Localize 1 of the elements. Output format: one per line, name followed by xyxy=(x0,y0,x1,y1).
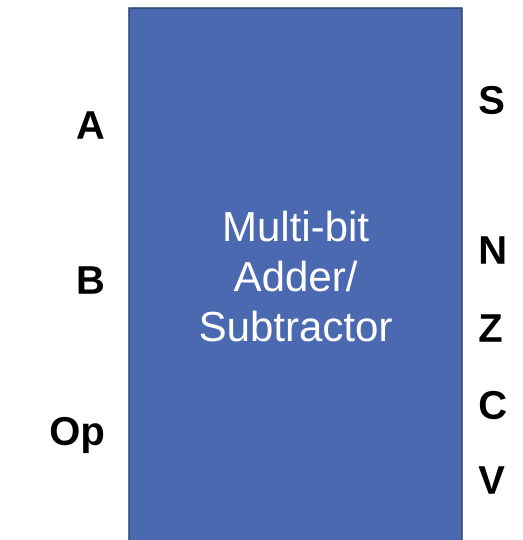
adder-block: Multi-bit Adder/ Subtractor xyxy=(128,7,463,540)
